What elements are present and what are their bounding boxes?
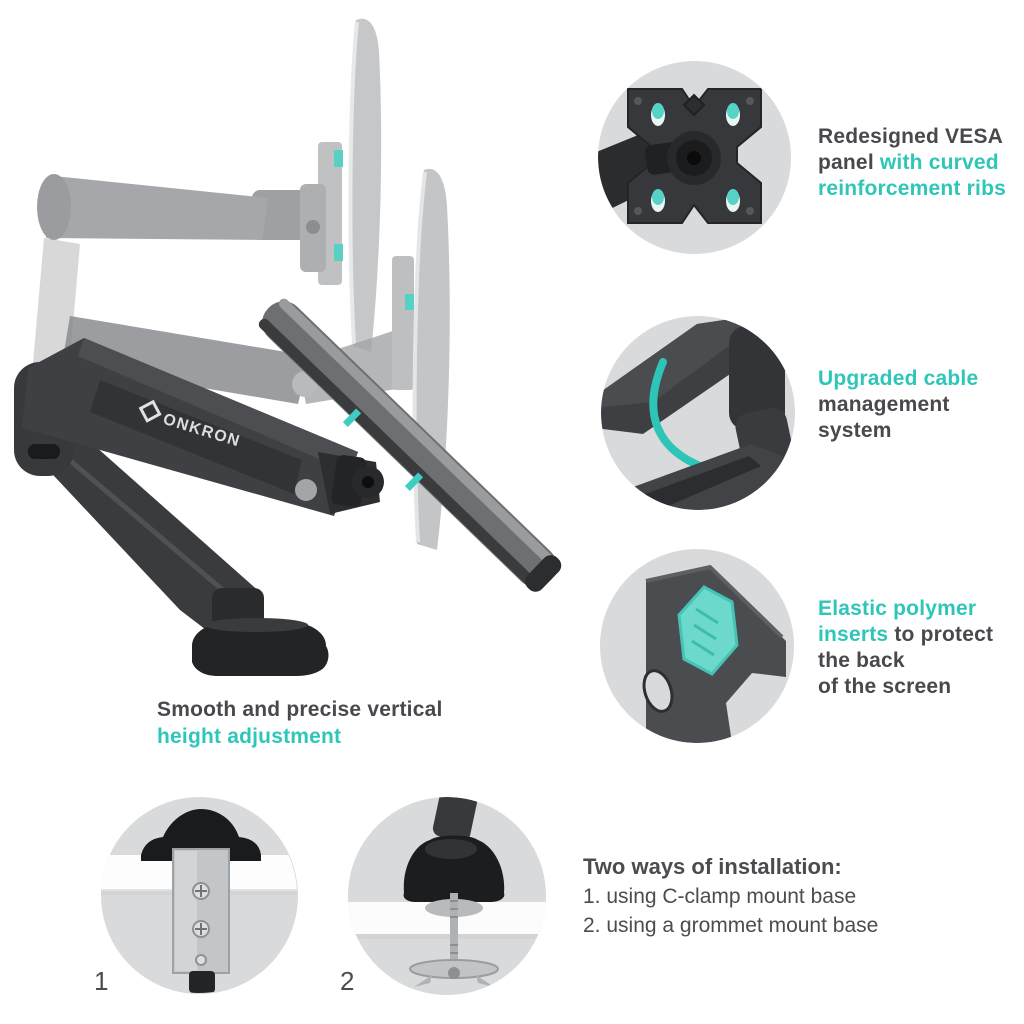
badge-grommet-number: 2 [340,966,355,996]
badge-clamp-number: 1 [94,966,109,996]
installation-text: Two ways of installation: 1. using C-cla… [583,852,878,940]
feature-cable-line3: system [818,419,892,442]
washer-wingnut [409,959,499,987]
callout-polymer-insert [600,549,794,743]
clamp-top [141,809,261,861]
feature-insert-line3: the back [818,649,905,672]
feature-cable-line1: Upgraded cable [818,367,979,390]
cable-management-photo [601,316,795,510]
installation-item-grommet: 2. using a grommet mount base [583,914,879,937]
arm-neck [432,797,478,841]
feature-cable-line2: management [818,393,950,416]
monitor-teal-insert-top [342,408,362,427]
clamp-mount-photo [101,809,297,993]
threaded-rod [450,893,458,973]
grommet-mount-photo [348,797,546,987]
feature-insert-text: Elastic polymer inserts to protect the b… [818,596,993,700]
product-illustration: ONKRON [14,18,562,676]
monitor-teal-insert-bottom [404,472,424,491]
caption-line2: height adjustment [157,725,342,748]
installation-item-clamp: 1. using C-clamp mount base [583,885,857,908]
feature-insert-line2a: inserts [818,623,895,646]
vesa-teal-inserts [651,103,740,212]
plate-hole [642,669,674,713]
feature-vesa-line1: Redesigned VESA [818,125,1004,148]
installation-heading: Two ways of installation: [583,854,842,879]
feature-insert-line2b: to protect [894,623,994,646]
ghost-monitor-upper [252,18,382,353]
caption-line1: Smooth and precise vertical [157,698,443,721]
feature-insert-line1: Elastic polymer [818,597,977,620]
callout-cable-management [601,316,795,510]
polymer-insert-photo [642,564,786,743]
feature-vesa-line3: reinforcement ribs [818,177,1006,200]
feature-insert-line4: of the screen [818,675,952,698]
height-adjustment-caption: Smooth and precise vertical height adjus… [157,696,443,750]
teal-cable [649,358,709,472]
monitor-arm: ONKRON [14,338,384,676]
vesa-logo-emboss [682,93,706,117]
vesa-panel-photo [598,88,762,224]
feature-vesa-text: Redesigned VESA panel with curved reinfo… [818,124,1006,202]
feature-vesa-line2b: with curved [879,151,999,174]
callout-vesa-panel [598,61,791,254]
feature-vesa-line2a: panel [818,151,880,174]
callout-grommet-mount [348,797,546,995]
polymer-hex-insert [677,585,739,676]
callout-clamp-mount [101,797,298,994]
clamp-bracket [172,848,230,993]
feature-cable-text: Upgraded cable management system [818,366,978,444]
monitor [258,298,562,592]
